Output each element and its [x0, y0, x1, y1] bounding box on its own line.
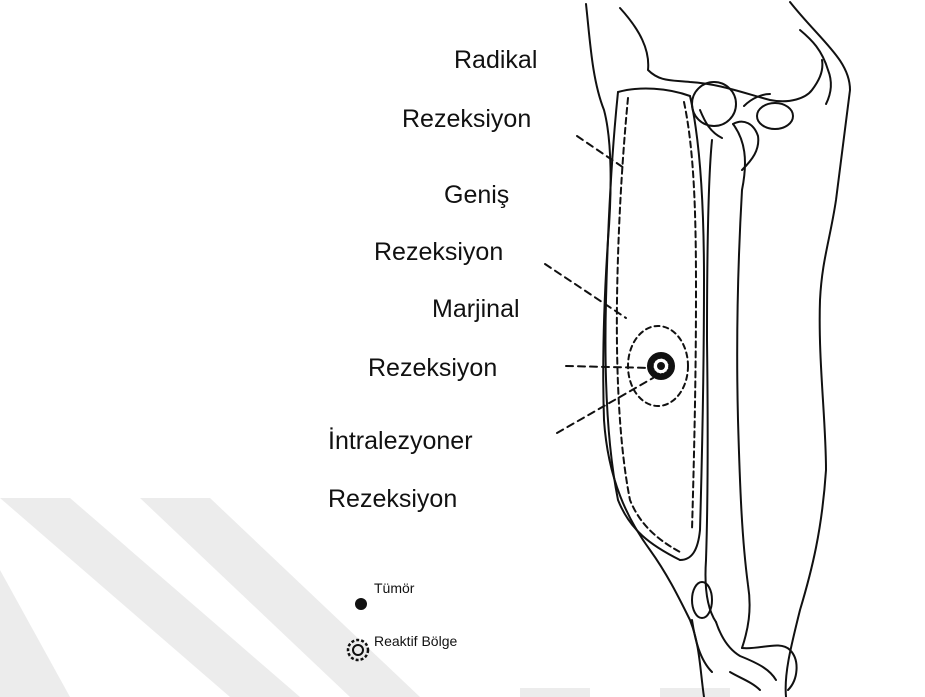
label-marginal-line1: Marjinal — [432, 297, 520, 322]
skin-outline-right — [786, 2, 850, 697]
label-intralesional-line2: Rezeksiyon — [328, 487, 457, 512]
tumor-core — [657, 362, 665, 370]
label-wide-line2: Rezeksiyon — [374, 240, 503, 265]
femur-shaft-lateral — [733, 124, 750, 648]
compartment-dashed-inner — [684, 102, 696, 530]
label-marginal-line2: Rezeksiyon — [368, 356, 497, 381]
leader-radical — [577, 136, 624, 168]
label-radical-line2: Rezeksiyon — [402, 107, 531, 132]
legend-reactive-zone-symbol — [345, 637, 371, 663]
skin-outline-left — [586, 4, 704, 697]
label-radical-line1: Radikal — [454, 48, 537, 73]
hip-contour — [620, 8, 822, 101]
label-intralesional-line1: İntralezyoner — [328, 429, 473, 454]
label-wide-line1: Geniş — [444, 183, 509, 208]
legend-tumor-label: Tümör — [374, 581, 414, 595]
femoral-head — [692, 82, 736, 126]
leader-wide — [545, 264, 626, 318]
compartment-dashed-outer — [617, 98, 680, 552]
femur-shaft-medial — [705, 140, 716, 622]
leader-marginal — [566, 366, 652, 368]
legend-reactive-zone-label: Reaktif Bölge — [374, 634, 457, 648]
legend-tumor-symbol — [351, 594, 371, 614]
